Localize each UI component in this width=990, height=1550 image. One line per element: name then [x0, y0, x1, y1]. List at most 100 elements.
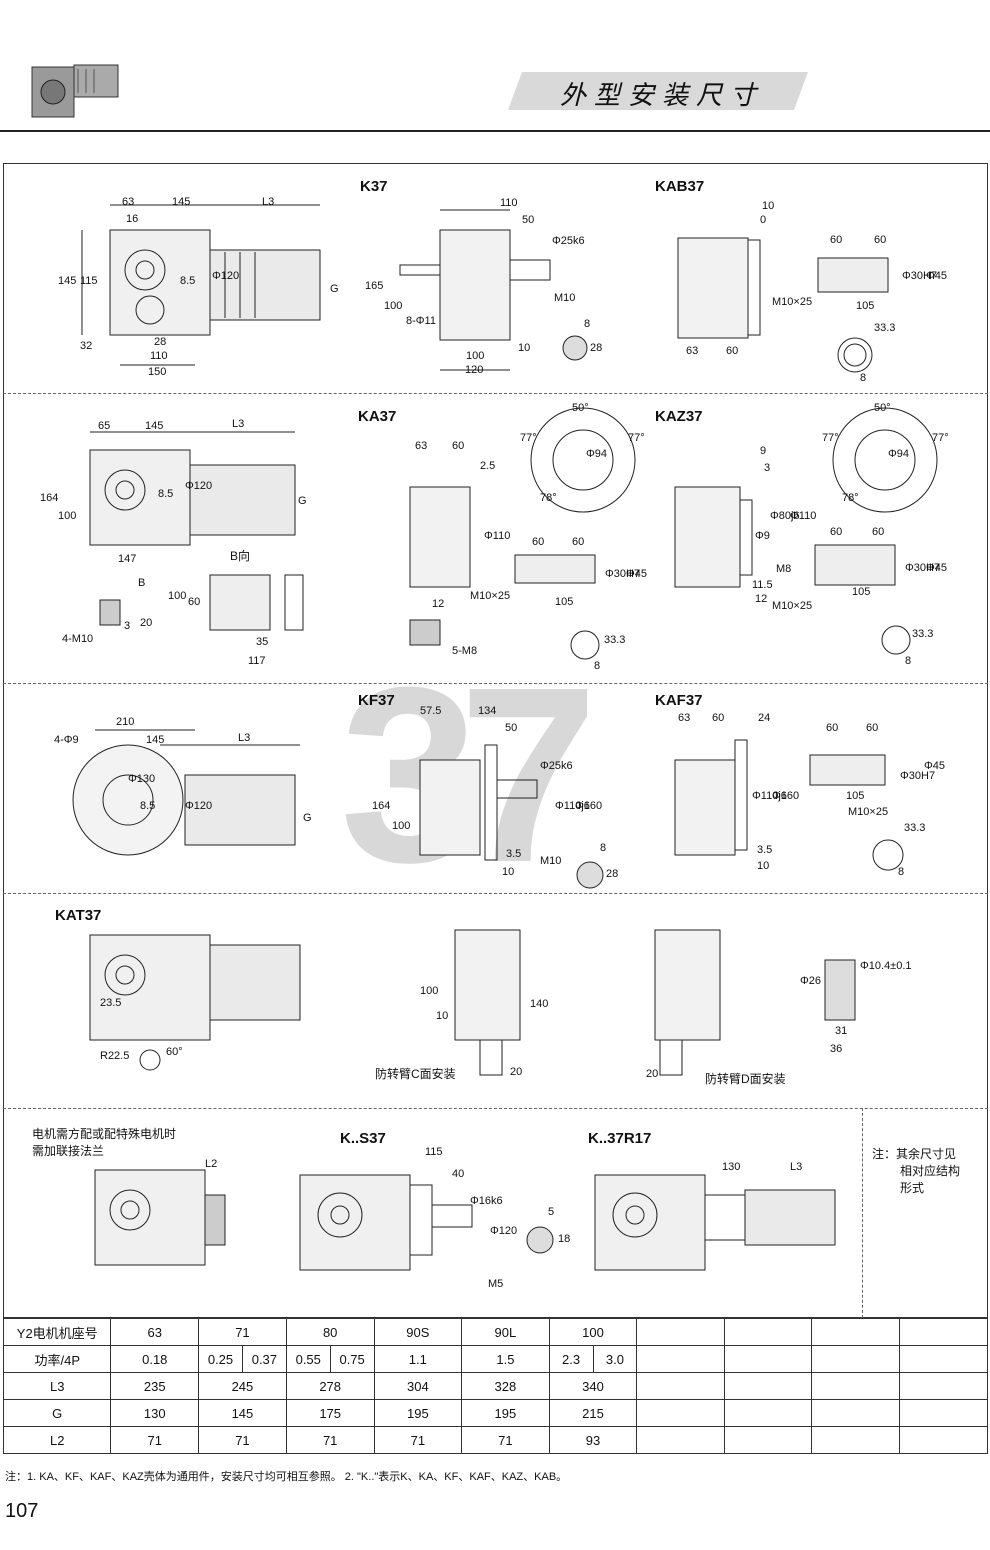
dim-label: 10 [436, 1010, 449, 1022]
table-cell: 1.5 [461, 1345, 550, 1373]
dim-label: M10×25 [470, 590, 511, 602]
dim-label: M10 [540, 855, 562, 867]
dim-label: 117 [248, 655, 266, 667]
dim-label: 60 [452, 440, 465, 452]
table-cell [723, 1345, 813, 1373]
dim-label: 3.5 [757, 844, 773, 856]
table-cell: 304 [373, 1372, 463, 1400]
dim-label: 60 [572, 536, 585, 548]
dim-label: 60 [712, 712, 725, 724]
table-row: G 130 145 175 195 195 215 [2, 1399, 989, 1427]
dim-label: 24 [758, 712, 771, 724]
dim-label: 100 [392, 820, 411, 832]
dim-label: 16 [126, 213, 139, 225]
dim-label: Φ45 [926, 270, 948, 282]
side-note-line3: 形式 [900, 1181, 925, 1195]
dim-label: 150 [148, 366, 167, 378]
table-cell: 195 [373, 1399, 463, 1427]
motor-note-line2: 需加联接法兰 [32, 1144, 105, 1158]
note-divider [862, 1108, 863, 1318]
table-cell [723, 1399, 813, 1427]
dim-label: 33.3 [874, 322, 896, 334]
dim-label: M10×25 [848, 806, 889, 818]
dim-label: 100 [420, 985, 439, 997]
dim-label: 210 [116, 716, 135, 728]
dim-label: Φ25k6 [552, 235, 585, 247]
model-label-kr17: K..37R17 [588, 1130, 652, 1147]
table-cell: 93 [548, 1426, 638, 1454]
table-cell [898, 1426, 989, 1454]
model-label-kab37: KAB37 [655, 178, 705, 195]
dim-label: 60 [830, 526, 843, 538]
model-label-k37: K37 [360, 178, 388, 195]
dim-label: 18 [558, 1233, 571, 1245]
row-label: Y2电机机座号 [2, 1318, 112, 1346]
table-cell: 3.0 [592, 1345, 638, 1373]
table-cell [898, 1399, 989, 1427]
dim-label: 100 [466, 350, 485, 362]
table-cell: 0.18 [110, 1345, 200, 1373]
dim-label: 33.3 [912, 628, 934, 640]
drawing-frame [3, 163, 988, 1318]
dim-label: 28 [590, 342, 603, 354]
dim-label: L3 [232, 418, 245, 430]
dim-label: 28 [606, 868, 619, 880]
row-label: L2 [2, 1426, 112, 1454]
dim-label: 77° [822, 432, 839, 444]
dim-label: 110 [150, 350, 168, 362]
dim-label: Φ120 [490, 1225, 518, 1237]
dim-label: 145 [58, 275, 77, 287]
table-cell: 195 [461, 1399, 550, 1427]
dim-label: 0 [760, 214, 767, 226]
side-note-line2: 相对应结构 [900, 1164, 961, 1178]
table-cell: 71 [285, 1426, 375, 1454]
dim-label: 60 [874, 234, 887, 246]
table-cell [636, 1372, 725, 1400]
dim-label: 60 [826, 722, 839, 734]
dim-label: 20 [140, 617, 153, 629]
footer-note: 注：1. KA、KF、KAF、KAZ壳体为通用件，安装尺寸均可相互参照。 2. … [5, 1471, 568, 1483]
table-cell: 235 [110, 1372, 200, 1400]
table-row: L3 235 245 278 304 328 340 [2, 1372, 989, 1400]
table-cell [723, 1318, 813, 1346]
table-cell [636, 1345, 725, 1373]
dim-label: 32 [80, 340, 93, 352]
dim-label: 60 [872, 526, 885, 538]
dim-label: Φ80j6 [770, 510, 800, 522]
section-divider [3, 1108, 988, 1109]
table-row: Y2电机机座号 63 71 80 90S 90L 100 [2, 1318, 989, 1346]
table-cell: 1.1 [373, 1345, 463, 1373]
dim-label: 8 [860, 372, 867, 384]
dim-label: G [330, 283, 339, 295]
dim-label: Φ10.4±0.1 [860, 960, 912, 972]
model-label-ka37: KA37 [358, 408, 397, 425]
dim-label: Φ160 [772, 790, 800, 802]
dim-label: 145 [145, 420, 164, 432]
table-cell: 175 [285, 1399, 375, 1427]
section-divider [3, 393, 988, 394]
dim-label: 20 [510, 1066, 523, 1078]
row-label: G [2, 1399, 112, 1427]
dim-label: 134 [478, 705, 497, 717]
dim-label: 36 [830, 1043, 843, 1055]
dim-label: 10 [757, 860, 770, 872]
dim-label: 145 [172, 196, 191, 208]
dim-label: Φ30H7 [900, 770, 936, 782]
table-cell: 100 [548, 1318, 638, 1346]
dim-label: 50° [572, 402, 589, 414]
table-cell: 71 [198, 1318, 287, 1346]
table-cell: 328 [461, 1372, 550, 1400]
d-mount-caption: 防转臂D面安装 [705, 1072, 786, 1086]
dim-label: Φ26 [800, 975, 822, 987]
dim-label: 77° [520, 432, 537, 444]
dim-label: M8 [776, 563, 792, 575]
dim-label: 9 [760, 445, 767, 457]
row-label: 功率/4P [2, 1345, 112, 1373]
dim-label: G [298, 495, 307, 507]
dim-label: 130 [722, 1161, 741, 1173]
dim-label: Φ110 [790, 510, 817, 522]
motor-spec-table: Y2电机机座号 63 71 80 90S 90L 100 功率/4P 0.18 … [2, 1318, 989, 1454]
dim-label: Φ45 [626, 568, 648, 580]
dim-label: 57.5 [420, 705, 442, 717]
table-cell: 0.75 [329, 1345, 375, 1373]
